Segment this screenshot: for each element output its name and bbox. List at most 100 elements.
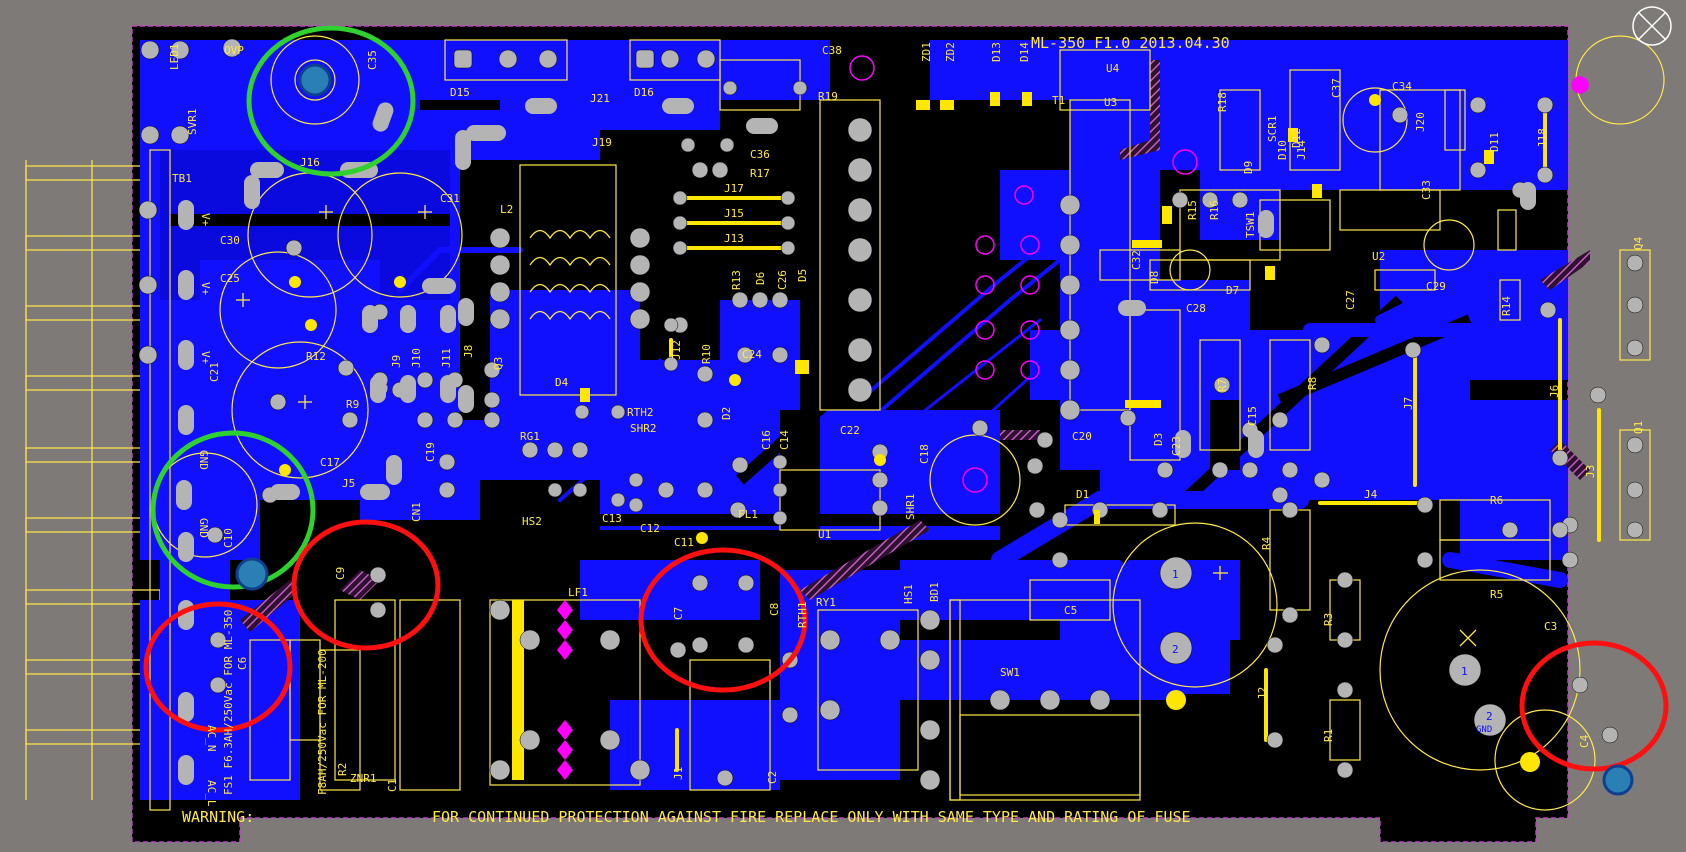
ref-j14: J14 — [1295, 140, 1308, 160]
ref-j1: J1 — [672, 767, 685, 780]
warning-label: WARNING: — [182, 808, 254, 826]
ref-r18: R18 — [1216, 92, 1229, 112]
mounting-holes — [849, 55, 1589, 493]
ref-rth2: RTH2 — [627, 406, 654, 419]
c3-pad-2: 2 — [1486, 710, 1493, 723]
ref-d3: D3 — [1152, 433, 1165, 446]
ref-c22: C22 — [840, 424, 860, 437]
ref-c11: C11 — [674, 536, 694, 549]
component-pads — [138, 38, 1644, 791]
ref-j8: J8 — [462, 345, 475, 358]
ref-d5: D5 — [796, 269, 809, 282]
ref-c20: C20 — [1072, 430, 1092, 443]
ref-c37: C37 — [1330, 78, 1343, 98]
ref-fl1: FL1 — [738, 508, 758, 521]
board-title: ML-350 F1.0 2013.04.30 — [1031, 34, 1230, 52]
ref-j3: J3 — [1584, 465, 1597, 478]
jumper-wires — [512, 108, 1601, 780]
ref-j9: J9 — [390, 355, 403, 368]
ref-c29: C29 — [1426, 280, 1446, 293]
ref-tb1: TB1 — [172, 172, 192, 185]
ref-ovp: OVP — [224, 44, 244, 57]
ref-c16: C16 — [760, 430, 773, 450]
ref-c27: C27 — [1344, 290, 1357, 310]
ac-l-label: AC_L — [205, 780, 218, 807]
ref-c34: C34 — [1392, 80, 1412, 93]
ref-d15: D15 — [450, 86, 470, 99]
ref-ry1: RY1 — [816, 596, 836, 609]
ref-c15: C15 — [1246, 406, 1259, 426]
ref-d8: D8 — [1148, 271, 1161, 284]
ref-u4: U4 — [1106, 62, 1120, 75]
c5-pad-1: 1 — [1172, 568, 1179, 581]
ref-d12: D12 — [1290, 128, 1303, 148]
gnd-label-2: GND — [197, 518, 210, 538]
ref-bd1: BD1 — [928, 582, 941, 602]
ref-r8: R8 — [1306, 377, 1319, 390]
ref-rth1: RTH1 — [796, 602, 809, 629]
ref-c2: C2 — [766, 771, 779, 784]
ref-j11: J11 — [440, 348, 453, 368]
vplus-label-1: V+ — [199, 213, 212, 227]
l2-coils — [529, 229, 611, 321]
ref-rg1: RG1 — [520, 430, 540, 443]
c3-gnd: GND — [1476, 725, 1492, 735]
gnd-label-1: GND — [197, 450, 210, 470]
ref-d9: D9 — [1242, 161, 1255, 174]
ref-u1: U1 — [818, 528, 831, 541]
close-icon[interactable] — [1632, 6, 1672, 46]
ref-shr2: SHR2 — [630, 422, 657, 435]
ref-j19: J19 — [592, 136, 612, 149]
ref-r14: R14 — [1500, 296, 1513, 316]
yellow-smd-pads — [279, 92, 1540, 772]
ref-u3: U3 — [1104, 96, 1117, 109]
ref-r6: R6 — [1490, 494, 1503, 507]
ref-l2: L2 — [500, 203, 513, 216]
ref-c4: C4 — [1578, 734, 1591, 748]
ref-j10: J10 — [410, 348, 423, 368]
ref-led1: LED1 — [168, 44, 181, 71]
ref-j6: J6 — [1548, 385, 1561, 398]
ref-c26: C26 — [776, 270, 789, 290]
ref-j2: J2 — [1256, 687, 1269, 700]
ref-j7: J7 — [1402, 397, 1415, 410]
ref-r15: R15 — [1186, 200, 1199, 220]
vplus-label-3: V+ — [199, 351, 212, 365]
ref-c31: C31 — [440, 192, 460, 205]
ref-lf1: LF1 — [568, 586, 588, 599]
ref-d13: D13 — [990, 42, 1003, 62]
ref-r3: R3 — [1322, 613, 1335, 626]
ref-d1: D1 — [1076, 488, 1089, 501]
ref-c8: C8 — [768, 603, 781, 616]
ref-c30: C30 — [220, 234, 240, 247]
c5-pad-2: 2 — [1172, 643, 1179, 656]
ref-r4: R4 — [1260, 536, 1273, 550]
ref-c21: C21 — [208, 362, 221, 382]
copper-tracks — [397, 198, 1568, 588]
ref-r12: R12 — [306, 350, 326, 363]
common-mode-choke-markers — [557, 600, 573, 780]
ref-hs2: HS2 — [522, 515, 542, 528]
ref-c36: C36 — [750, 148, 770, 161]
ref-d7: D7 — [1226, 284, 1239, 297]
ref-c32: C32 — [1130, 250, 1143, 270]
ref-r16: R16 — [1208, 200, 1221, 220]
ref-c28: C28 — [1186, 302, 1206, 315]
ref-q1: Q1 — [1632, 421, 1645, 434]
ref-c33: C33 — [1420, 180, 1433, 200]
green-highlight-circles — [150, 25, 416, 590]
ref-j12: J12 — [670, 340, 683, 360]
ref-c25: C25 — [220, 272, 240, 285]
vplus-label-2: V+ — [199, 282, 212, 296]
ref-c35: C35 — [366, 50, 379, 70]
ref-d16: D16 — [634, 86, 654, 99]
ref-d10: D10 — [1276, 140, 1289, 160]
ref-j15: J15 — [724, 207, 744, 220]
ref-c6: C6 — [236, 657, 249, 670]
ref-r19: R19 — [818, 90, 838, 103]
ref-hs1: HS1 — [902, 584, 915, 604]
ref-c38: C38 — [822, 44, 842, 57]
ref-r10: R10 — [700, 344, 713, 364]
ref-c23: C23 — [1170, 436, 1183, 456]
